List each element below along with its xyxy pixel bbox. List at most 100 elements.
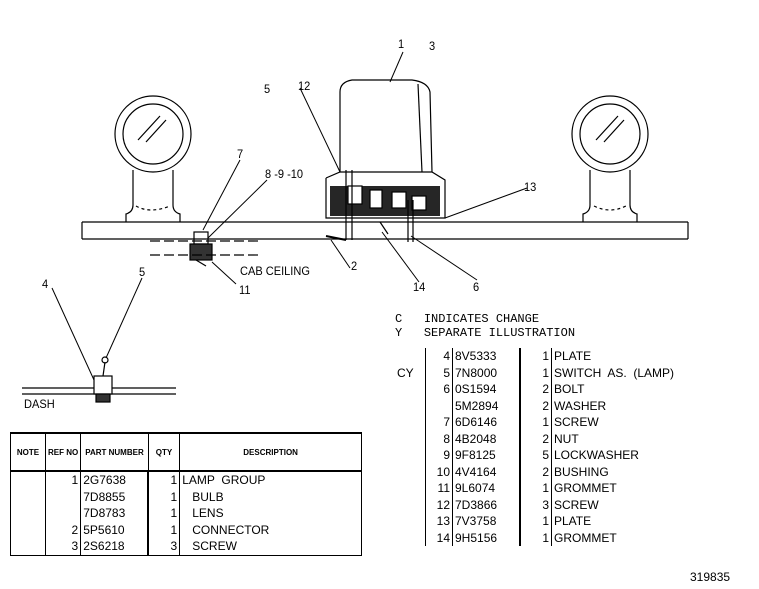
callout-8-9-10: 8 -9 -10: [265, 167, 304, 181]
callout-11: 11: [239, 283, 251, 297]
callout-7: 7: [237, 147, 244, 161]
switch-housing: [325, 79, 446, 242]
legend-text: INDICATES CHANGE: [423, 312, 540, 326]
legend-code: C: [395, 312, 403, 326]
cell-ref: 2: [44, 521, 81, 538]
cell-qty: 2: [519, 381, 552, 398]
col-ref: REF NO: [44, 432, 81, 472]
cell-note: [11, 538, 46, 555]
cell-description: BOLT: [551, 381, 695, 398]
cell-note: [395, 398, 426, 415]
cell-part-number: 5M2894: [452, 397, 520, 414]
cell-ref: [44, 488, 81, 505]
cell-qty: 1: [147, 521, 180, 538]
cell-note: [395, 414, 426, 431]
col-part: PART NUMBER: [80, 432, 149, 472]
cell-ref: 7: [425, 414, 453, 431]
cell-ref: [44, 505, 81, 522]
cell-qty: 3: [519, 496, 552, 513]
cell-ref: 6: [425, 381, 453, 398]
cell-qty: 1: [519, 513, 552, 530]
cell-note: [395, 480, 426, 497]
cab-ceiling-label: CAB CEILING: [240, 264, 310, 278]
cell-ref: 11: [425, 480, 453, 497]
cell-note: [11, 489, 46, 506]
legend-row-c: C INDICATES CHANGE: [395, 312, 575, 326]
legend: C INDICATES CHANGE Y SEPARATE ILLUSTRATI…: [395, 312, 575, 340]
cell-ref: 10: [425, 463, 453, 480]
cell-ref: 9: [425, 447, 453, 464]
cell-ref: 13: [425, 513, 453, 530]
cell-note: [11, 522, 46, 539]
cell-note: [395, 447, 426, 464]
cell-qty: 5: [519, 447, 552, 464]
cell-part-number: 7D8855: [80, 488, 149, 505]
left-lamp: [114, 95, 192, 222]
cell-description: SCREW: [179, 538, 362, 555]
cell-qty: 1: [519, 348, 552, 365]
cell-note: [395, 497, 426, 514]
cell-description: BULB: [179, 488, 362, 505]
cell-note: CY: [397, 365, 414, 380]
cell-description: LENS: [179, 505, 362, 522]
leader-lines: [51, 51, 528, 381]
cell-part-number: 6D6146: [452, 414, 520, 431]
callout-12: 12: [298, 79, 311, 93]
ceiling-switch: [150, 231, 260, 267]
callout-6: 6: [473, 280, 480, 294]
callout-1: 1: [398, 37, 405, 51]
cell-description: SCREW: [551, 414, 695, 431]
col-desc: DESCRIPTION: [179, 432, 362, 472]
col-note: NOTE: [10, 432, 46, 472]
cell-qty: 1: [147, 488, 180, 505]
cell-part-number: 8V5333: [452, 348, 520, 365]
cell-part-number: 4V4164: [452, 463, 520, 480]
dash-switch: [22, 356, 176, 403]
cell-description: BUSHING: [551, 463, 695, 480]
parts-table-left: NOTE REF NO PART NUMBER QTY DESCRIPTION …: [10, 432, 362, 556]
cell-part-number: 7D8783: [80, 505, 149, 522]
legend-code: Y: [395, 326, 403, 340]
cell-part-number: 9F8125: [452, 447, 520, 464]
cell-description: LOCKWASHER: [551, 447, 695, 464]
cell-note: [395, 381, 426, 398]
callout-5-low: 5: [139, 265, 146, 279]
cell-qty: 1: [147, 471, 180, 489]
callout-3: 3: [429, 39, 436, 53]
drawing-number: 319835: [690, 570, 731, 584]
cell-part-number: 5P5610: [80, 521, 149, 538]
cell-qty: 1: [147, 505, 180, 522]
table-header-row: NOTE REF NO PART NUMBER QTY DESCRIPTION: [10, 432, 362, 472]
cell-qty: 2: [519, 397, 552, 414]
callout-13: 13: [524, 180, 537, 194]
cell-ref: 4: [425, 348, 453, 365]
cell-note: [11, 505, 46, 522]
cell-description: PLATE: [551, 348, 695, 365]
dash-label: DASH: [24, 397, 55, 411]
cell-qty: 2: [519, 463, 552, 480]
cell-ref: 14: [425, 529, 453, 546]
cell-qty: 2: [519, 430, 552, 447]
cell-description: GROMMET: [551, 480, 695, 497]
cell-note: [395, 464, 426, 481]
cell-part-number: 4B2048: [452, 430, 520, 447]
cell-ref: 8: [425, 430, 453, 447]
cell-part-number: 9L6074: [452, 480, 520, 497]
cell-qty: 1: [519, 480, 552, 497]
cell-description: LAMP GROUP: [179, 471, 362, 489]
cell-ref: [425, 397, 453, 414]
cell-part-number: 7D3866: [452, 496, 520, 513]
